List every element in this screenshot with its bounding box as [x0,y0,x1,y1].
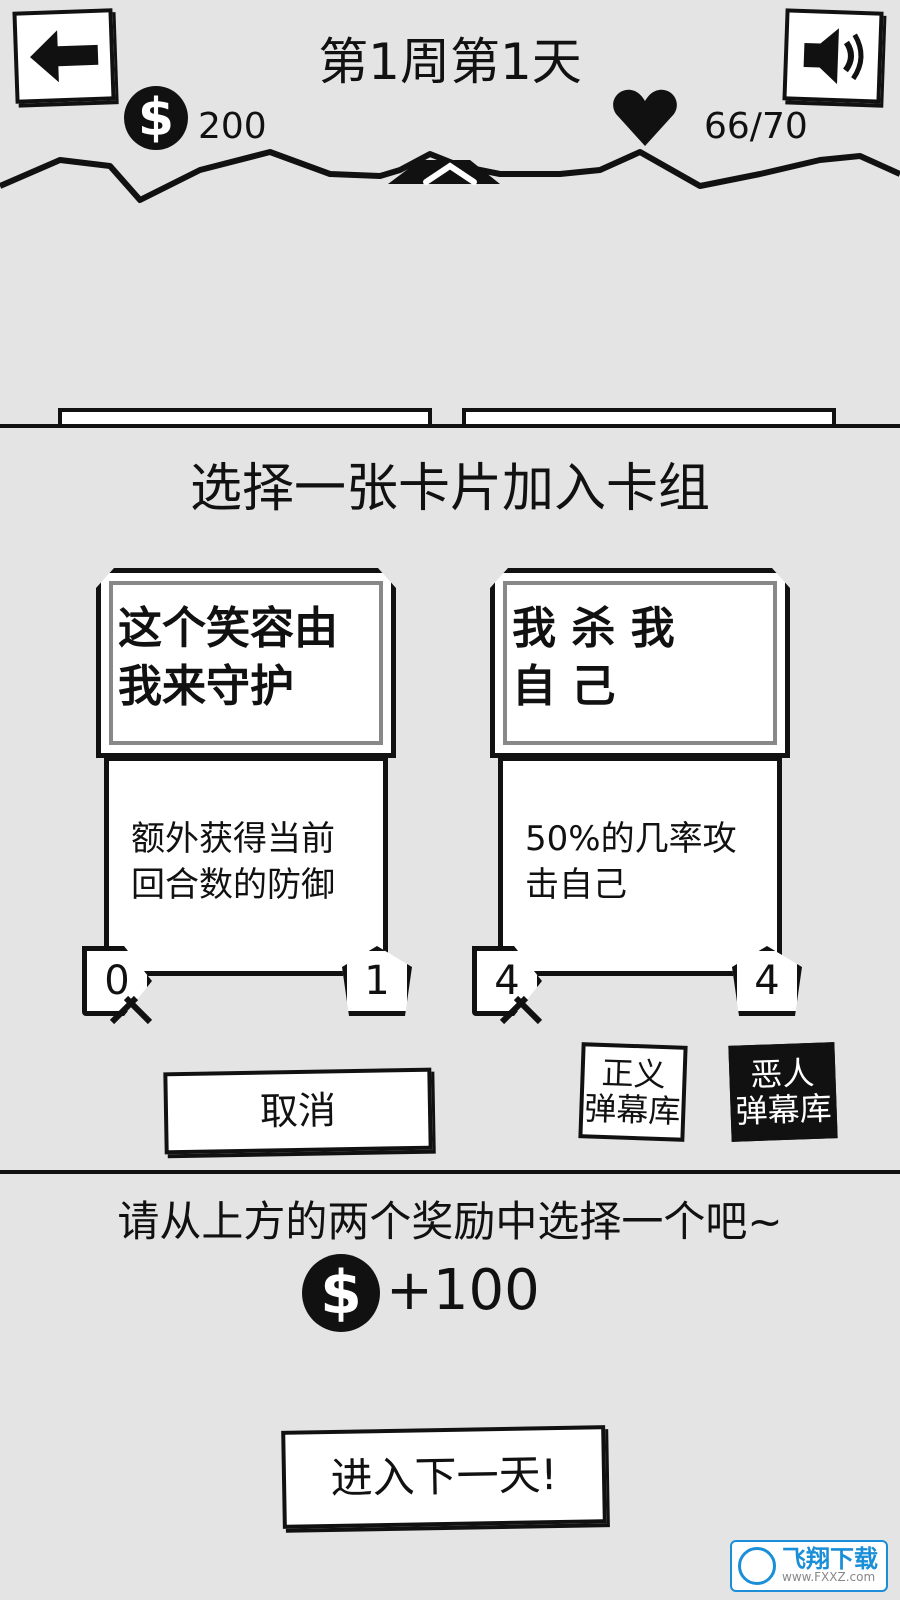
hidden-card-tab-right [462,408,836,426]
panel-bottom-divider [0,1170,900,1174]
site-watermark: 飞翔下载 www.FXXZ.com [730,1540,888,1592]
card-title-frame [96,568,396,758]
card-description-frame: 50%的几率攻 击自己 [498,756,782,976]
card-title: 我 杀 我 自 己 [512,603,675,712]
reward-heading: 选择一张卡片加入卡组 [189,459,710,519]
money-value: 200 [198,106,267,147]
watermark-text: 飞翔下载 [782,1545,878,1573]
card-description-frame: 额外获得当前 回合数的防御 [104,756,388,976]
day-title: 第1周第1天 [318,33,582,91]
justice-library-button[interactable]: 正义 弹幕库 [578,1042,688,1142]
card-title-frame [490,568,790,758]
back-button[interactable] [12,8,116,104]
reward-card-1[interactable]: 这个笑容由 我来守护 额外获得当前 回合数的防御 0 1 [82,568,412,1048]
health-value: 66/70 [704,106,808,147]
reward-amount: +100 [386,1258,540,1323]
coin-icon: $ [302,1254,380,1332]
reward-card-2[interactable]: 我 杀 我 自 己 50%的几率攻 击自己 4 4 [472,568,802,1048]
next-day-button[interactable]: 进入下一天! [281,1425,607,1529]
villain-library-button[interactable]: 恶人 弹幕库 [728,1042,838,1142]
coin-icon: $ [124,86,188,150]
cancel-label: 取消 [259,1088,337,1134]
speaker-icon [803,28,864,85]
heart-icon [613,89,677,146]
hidden-card-tab-left [58,408,432,426]
sword-icon [499,995,543,1025]
watermark-url: www.FXXZ.com [782,1570,876,1584]
card-title: 这个笑容由 我来守护 [118,603,338,712]
sound-button[interactable] [782,8,884,104]
card-description: 50%的几率攻 击自己 [525,819,737,905]
watermark-logo-icon [738,1547,776,1585]
expand-chevron-icon[interactable] [412,158,488,188]
cancel-button[interactable]: 取消 [163,1067,433,1155]
reward-prompt: 请从上方的两个奖励中选择一个吧~ [117,1197,783,1246]
card-description: 额外获得当前 回合数的防御 [131,819,335,905]
next-day-label: 进入下一天! [330,1450,558,1503]
sword-icon [109,995,153,1025]
back-arrow-icon [30,30,99,83]
panel-top-divider [0,424,900,428]
